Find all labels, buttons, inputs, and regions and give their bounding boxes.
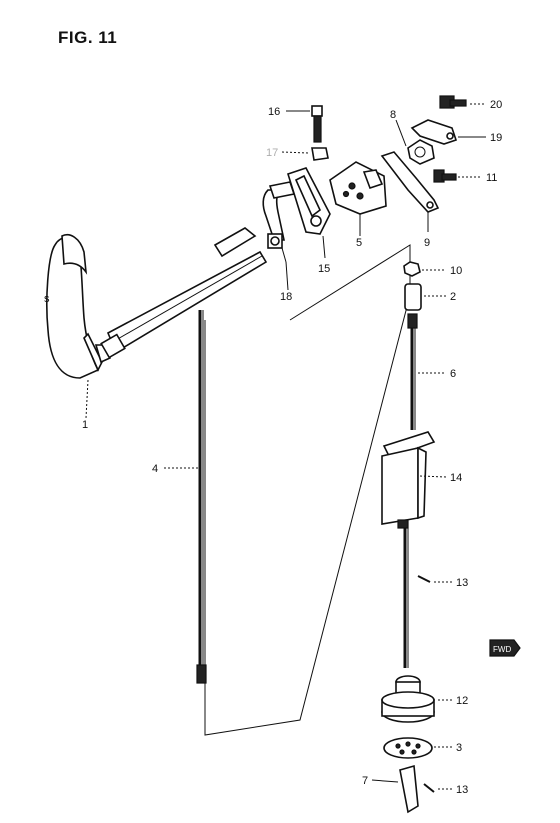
bushing-8 [395, 119, 435, 165]
nut-10 [403, 261, 446, 277]
knob-12 [381, 675, 452, 723]
forward-arrow-icon: FWD [489, 639, 521, 657]
pin-13-upper [417, 575, 452, 583]
callout-20: 20 [490, 99, 502, 111]
lower-shaft [403, 528, 409, 668]
callout-14: 14 [450, 472, 462, 484]
callout-13-lower: 13 [456, 784, 468, 796]
bracket-arm [287, 167, 331, 259]
callout-6: 6 [450, 368, 456, 380]
shift-housing [381, 431, 447, 529]
bent-plate [380, 151, 440, 232]
callout-15: 15 [318, 263, 330, 275]
callout-7: 7 [362, 775, 368, 787]
assembly-outline [204, 244, 411, 736]
callout-5: 5 [356, 237, 362, 249]
disc-3 [383, 737, 452, 759]
svg-text:s: s [44, 293, 50, 305]
callout-4: 4 [152, 463, 158, 475]
callout-12: 12 [456, 695, 468, 707]
pin-13-lower [423, 783, 452, 793]
callout-10: 10 [450, 265, 462, 277]
shift-rod [196, 310, 207, 684]
cam-block [329, 161, 387, 236]
callout-19: 19 [490, 132, 502, 144]
sleeve-2 [404, 283, 446, 311]
link-lever [262, 181, 296, 263]
callout-2: 2 [450, 291, 456, 303]
nut-17 [281, 147, 329, 161]
callout-9: 9 [424, 237, 430, 249]
direction-badge-label: FWD [493, 645, 511, 654]
figure-title: FIG. 11 [58, 28, 118, 47]
callout-1: 1 [82, 419, 88, 431]
screw-11 [433, 169, 482, 183]
tiller-handle: s [44, 227, 268, 379]
clip-19 [410, 119, 486, 145]
callout-13-upper: 13 [456, 577, 468, 589]
callout-11: 11 [486, 172, 497, 184]
screw-20 [439, 95, 486, 109]
callout-8: 8 [390, 109, 396, 121]
shift-shaft [407, 313, 446, 430]
callout-17: 17 [266, 147, 278, 159]
bolt-16 [286, 105, 323, 143]
callout-3: 3 [456, 742, 462, 754]
callout-16: 16 [268, 106, 280, 118]
pointer-7 [371, 764, 419, 814]
callout-18: 18 [280, 291, 292, 303]
